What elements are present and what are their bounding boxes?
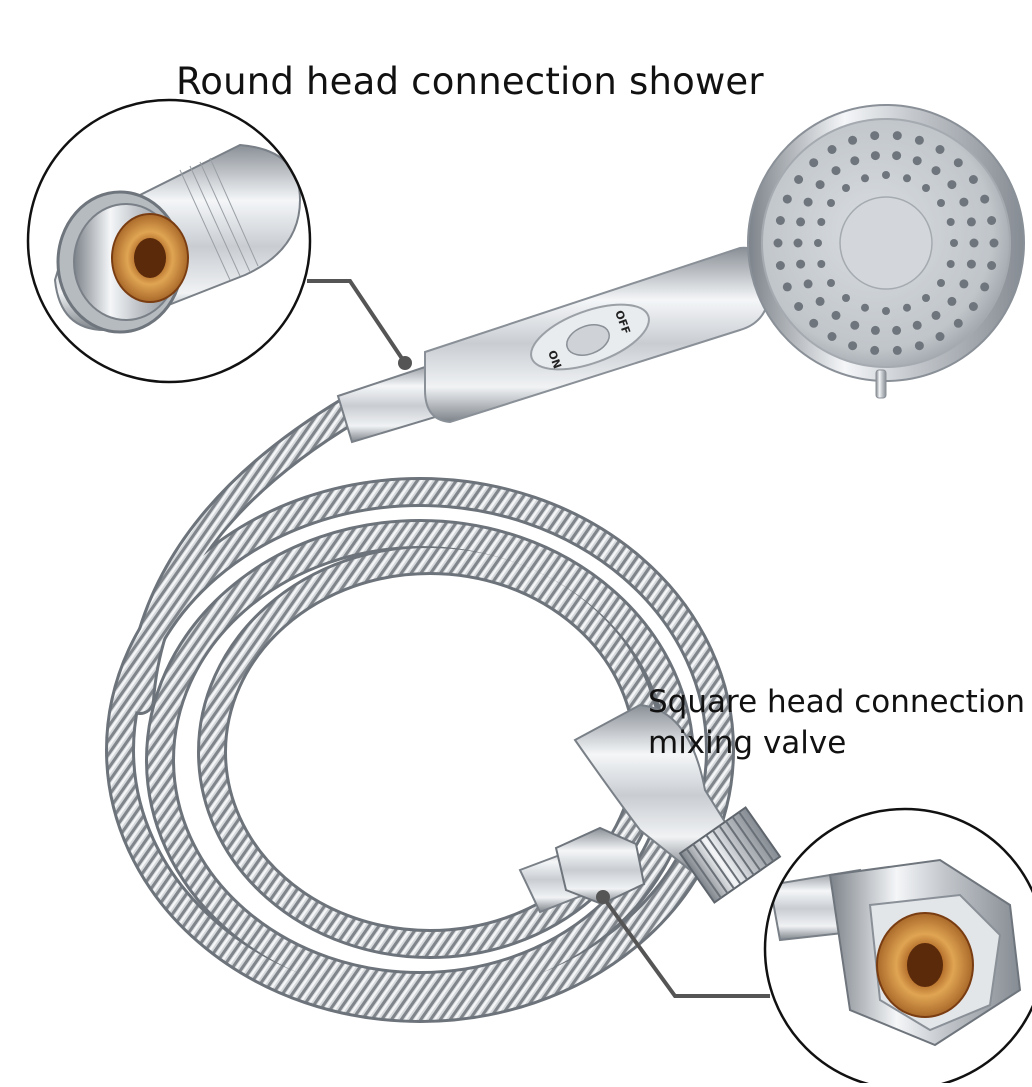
spray-nozzle: [782, 282, 792, 292]
spray-nozzle: [989, 238, 999, 248]
spray-nozzle: [842, 184, 850, 192]
square-head-label-line1: Square head connection: [648, 684, 1026, 720]
spray-nozzle: [987, 261, 997, 270]
square-head-label-line2: mixing valve: [648, 725, 847, 761]
spray-nozzle: [931, 166, 941, 176]
spray-nozzle: [914, 135, 924, 145]
spray-nozzle: [827, 145, 837, 154]
spray-nozzle: [870, 131, 880, 141]
spray-nozzle: [809, 158, 819, 168]
spray-nozzle: [987, 216, 997, 225]
spray-nozzle: [912, 156, 922, 166]
spray-nozzle: [848, 135, 858, 145]
spray-nozzle: [935, 332, 945, 341]
spray-nozzle: [775, 216, 785, 225]
spray-nozzle: [937, 279, 945, 287]
spray-nozzle: [946, 218, 955, 226]
spray-nozzle: [827, 332, 837, 341]
spray-nozzle: [922, 294, 930, 302]
spray-nozzle: [892, 151, 902, 161]
spray-nozzle: [815, 296, 825, 306]
spray-nozzle: [966, 217, 976, 227]
spray-nozzle: [935, 145, 945, 154]
shower-handle: ON OFF: [336, 246, 772, 444]
spray-nozzle: [796, 259, 806, 269]
spray-nozzle: [968, 302, 978, 311]
spray-nozzle: [827, 199, 835, 207]
leader-lines: [307, 279, 770, 998]
spray-nozzle: [959, 197, 969, 207]
spray-nozzle: [947, 180, 957, 190]
spray-nozzle: [814, 239, 822, 247]
square-head-label: Square head connection mixing valve: [648, 682, 1025, 764]
spray-nozzle: [980, 282, 990, 292]
spray-nozzle: [892, 345, 902, 355]
spray-nozzle: [831, 166, 841, 176]
spray-nozzle: [809, 318, 819, 328]
coil-center: [262, 605, 578, 885]
spray-nozzle: [850, 156, 860, 166]
mixing-valve-connector: [518, 703, 782, 914]
spray-nozzle: [782, 194, 792, 204]
spray-nozzle: [980, 194, 990, 204]
spray-nozzle: [773, 238, 783, 248]
spray-nozzle: [882, 171, 890, 179]
spray-nozzle: [842, 294, 850, 302]
spray-nozzle: [775, 261, 785, 270]
spray-nozzle: [850, 320, 860, 330]
spray-nozzle: [953, 158, 963, 168]
square-head-detail-inset: [763, 807, 1032, 1087]
spray-nozzle: [953, 318, 963, 328]
round-head-label: Round head connection shower: [176, 60, 764, 103]
spray-nozzle: [903, 174, 911, 183]
shower-head: [747, 104, 1025, 399]
spray-nozzle: [817, 260, 826, 268]
spray-nozzle: [803, 279, 813, 289]
spray-nozzle: [861, 303, 869, 312]
spray-nozzle: [831, 310, 841, 320]
spray-nozzle: [794, 175, 804, 184]
spray-nozzle: [968, 175, 978, 184]
spray-nozzle: [903, 303, 911, 312]
spray-nozzle: [950, 239, 958, 247]
spray-nozzle: [861, 174, 869, 183]
spray-nozzle: [959, 279, 969, 289]
spray-nozzle: [793, 238, 803, 248]
round-head-detail-inset: [26, 98, 312, 384]
switch-on-label: ON: [545, 349, 564, 371]
spray-nozzle: [796, 217, 806, 227]
spray-nozzle: [969, 238, 979, 248]
spray-nozzle: [870, 345, 880, 355]
spray-nozzle: [882, 307, 890, 315]
spray-nozzle: [870, 151, 880, 161]
spray-nozzle: [815, 180, 825, 190]
on-off-switch[interactable]: ON OFF: [523, 291, 657, 382]
spray-nozzle: [892, 131, 902, 141]
spray-nozzle: [870, 325, 880, 335]
spray-nozzle: [947, 296, 957, 306]
spray-nozzle: [914, 341, 924, 351]
spray-nozzle: [937, 199, 945, 207]
spray-nozzle: [803, 197, 813, 207]
spray-nozzle: [827, 279, 835, 287]
spray-nozzle: [892, 325, 902, 335]
spray-nozzle: [946, 260, 955, 268]
spray-nozzle: [931, 310, 941, 320]
spray-nozzle: [794, 302, 804, 311]
spray-nozzle: [922, 184, 930, 192]
spray-nozzle: [848, 341, 858, 351]
spray-nozzle: [817, 218, 826, 226]
spray-nozzle: [912, 320, 922, 330]
spray-nozzle: [966, 259, 976, 269]
